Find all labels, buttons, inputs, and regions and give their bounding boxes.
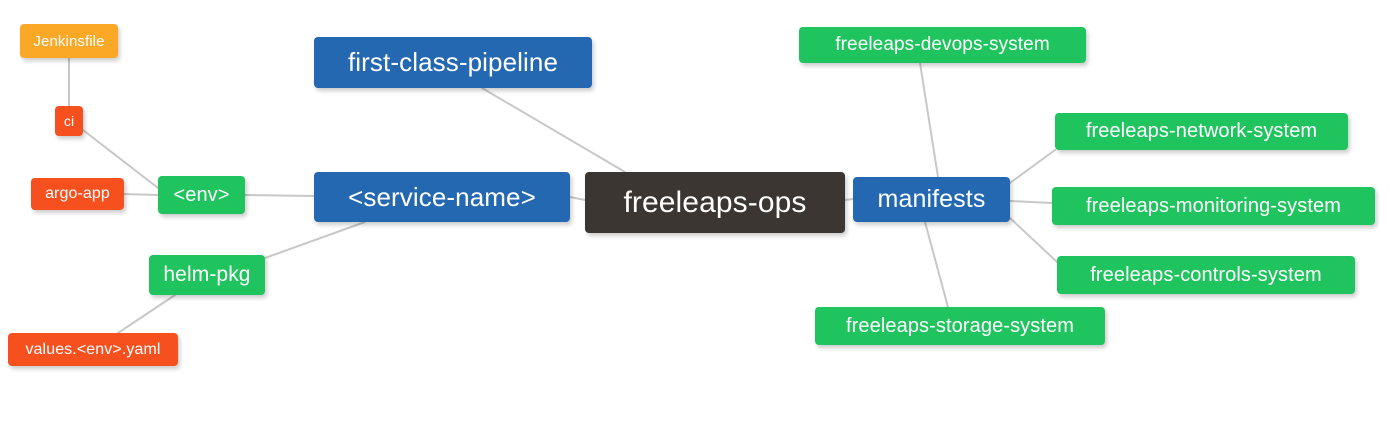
node-jenkinsfile[interactable]: Jenkinsfile xyxy=(20,24,118,58)
edge-first-class-pipeline-to-freeleaps-ops xyxy=(481,87,626,173)
node-env[interactable]: <env> xyxy=(158,176,245,214)
node-argo-app[interactable]: argo-app xyxy=(31,178,124,210)
node-freeleaps-ops[interactable]: freeleaps-ops xyxy=(585,172,845,233)
node-helm-pkg[interactable]: helm-pkg xyxy=(149,255,265,295)
edge-argo-app-to-env xyxy=(123,193,159,196)
node-freeleaps-network-system[interactable]: freeleaps-network-system xyxy=(1055,113,1348,150)
node-values-env-yaml[interactable]: values.<env>.yaml xyxy=(8,333,178,366)
edge-manifests-to-freeleaps-ops xyxy=(844,198,854,201)
node-service-name[interactable]: <service-name> xyxy=(314,172,570,222)
edge-freeleaps-controls-system-to-manifests xyxy=(1009,217,1058,263)
node-freeleaps-storage-system[interactable]: freeleaps-storage-system xyxy=(815,307,1105,345)
edge-env-to-service-name xyxy=(244,194,315,197)
edge-ci-to-env xyxy=(82,129,159,189)
node-freeleaps-monitoring-system[interactable]: freeleaps-monitoring-system xyxy=(1052,187,1375,225)
edge-helm-pkg-to-service-name xyxy=(264,221,366,259)
node-manifests[interactable]: manifests xyxy=(853,177,1010,222)
edge-freeleaps-monitoring-system-to-manifests xyxy=(1009,200,1053,204)
edge-freeleaps-storage-system-to-manifests xyxy=(924,221,949,308)
edge-service-name-to-freeleaps-ops xyxy=(569,196,586,201)
edge-freeleaps-network-system-to-manifests xyxy=(1009,149,1056,184)
node-ci[interactable]: ci xyxy=(55,106,83,136)
node-first-class-pipeline[interactable]: first-class-pipeline xyxy=(314,37,592,88)
edge-freeleaps-devops-system-to-manifests xyxy=(919,62,939,178)
node-freeleaps-controls-system[interactable]: freeleaps-controls-system xyxy=(1057,256,1355,294)
edge-values-env-yaml-to-helm-pkg xyxy=(117,294,176,334)
node-freeleaps-devops-system[interactable]: freeleaps-devops-system xyxy=(799,27,1086,63)
